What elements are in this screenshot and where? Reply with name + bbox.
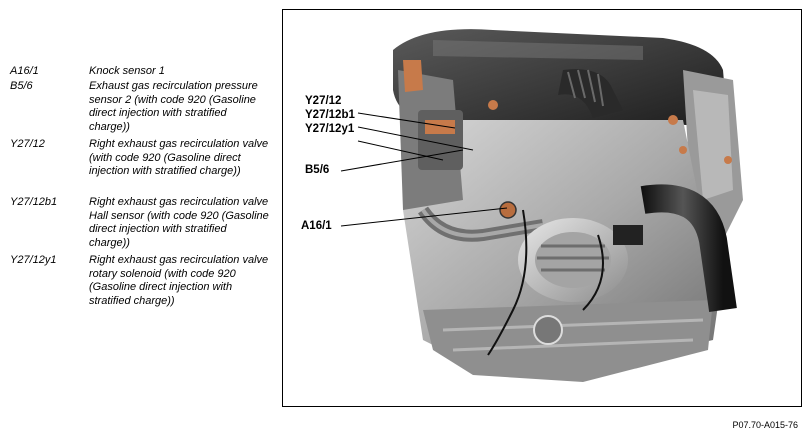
intake-hose (558, 69, 623, 118)
wiring-harness (487, 209, 528, 356)
legend-code: A16/1 (10, 65, 39, 77)
knock-sensor (499, 201, 517, 219)
engine-illustration (340, 29, 743, 382)
egr-connector (425, 120, 455, 134)
legend-description: Exhaust gas recirculation pressure senso… (89, 80, 258, 133)
oil-pan (423, 300, 713, 382)
leader-y27-12 (357, 112, 456, 129)
callout-y27-12b1: Y27/12b1 (305, 109, 355, 121)
legend-description: Right exhaust gas recirculation valve Ha… (89, 196, 269, 249)
legend-code: Y27/12b1 (10, 196, 58, 208)
legend-code: Y27/12 (10, 138, 45, 150)
legend-description: Knock sensor 1 (89, 65, 165, 77)
engine-figure: Y27/12 Y27/12b1 Y27/12y1 B5/6 A16/1 (282, 9, 802, 407)
leader-y27-12b1 (357, 126, 474, 151)
leader-a16-1 (340, 207, 508, 227)
drain-plug (533, 315, 563, 345)
turbo-pipe (640, 184, 737, 312)
callout-y27-12y1: Y27/12y1 (305, 123, 355, 135)
legend-table: A16/1 Knock sensor 1 B5/6 Exhaust gas re… (0, 0, 280, 437)
callout-b5-6: B5/6 (305, 164, 330, 176)
legend-code: B5/6 (10, 80, 33, 92)
leader-b5-6 (340, 149, 464, 172)
callout-a16-1: A16/1 (301, 220, 332, 232)
legend-description: Right exhaust gas recirculation valve (w… (89, 138, 269, 177)
legend-code: Y27/12y1 (10, 254, 57, 266)
figure-reference: P07.70-A015-76 (732, 420, 798, 430)
leader-y27-12y1 (357, 140, 444, 161)
callout-y27-12: Y27/12 (305, 95, 342, 107)
sensor-connector (403, 60, 423, 92)
legend-description: Right exhaust gas recirculation valve ro… (89, 254, 269, 307)
